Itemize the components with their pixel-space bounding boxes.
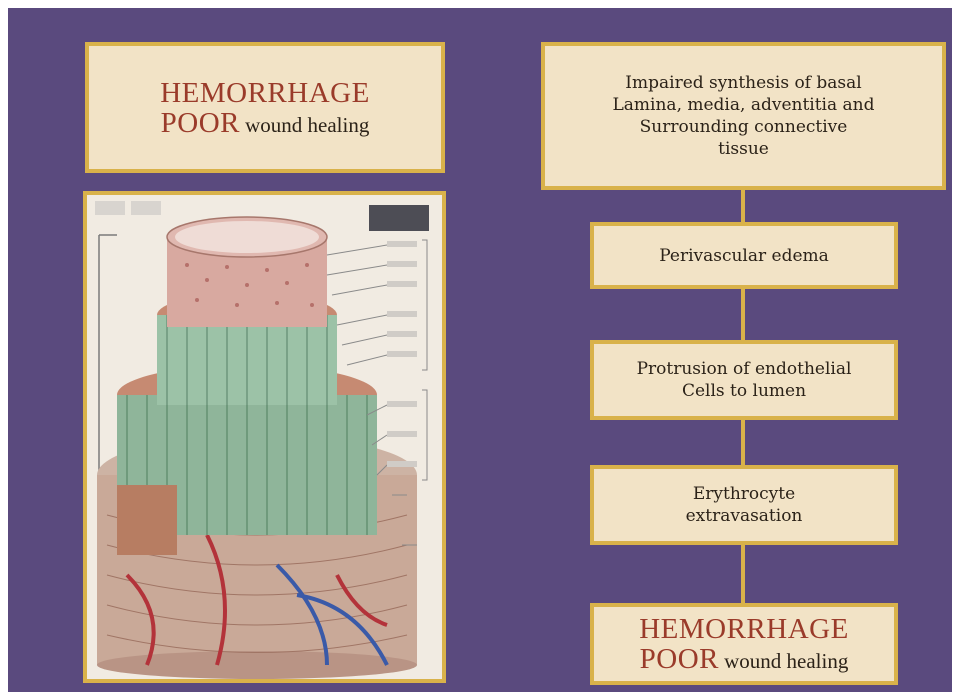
step1-line3: Surrounding connective bbox=[640, 116, 848, 138]
step1-line4: tissue bbox=[718, 138, 769, 160]
step5-poor-line: POOR wound healing bbox=[640, 644, 849, 674]
step-hemorrhage-box: HEMORRHAGE POOR wound healing bbox=[590, 603, 898, 685]
step-perivascular-edema-box: Perivascular edema bbox=[590, 222, 898, 289]
vessel-wall-illustration bbox=[83, 191, 446, 683]
hemorrhage-title-box: HEMORRHAGE POOR wound healing bbox=[85, 42, 445, 173]
poor-label: POOR bbox=[161, 107, 240, 139]
vessel-layers-drawing bbox=[87, 195, 442, 679]
step-impaired-synthesis-box: Impaired synthesis of basal Lamina, medi… bbox=[541, 42, 946, 190]
step1-line1: Impaired synthesis of basal bbox=[625, 72, 861, 94]
step5-poor-label: POOR bbox=[640, 643, 719, 675]
step1-line2: Lamina, media, adventitia and bbox=[613, 94, 875, 116]
connector-3-4 bbox=[741, 420, 745, 465]
step5-hemorrhage: HEMORRHAGE bbox=[639, 614, 849, 644]
step2-line1: Perivascular edema bbox=[659, 245, 829, 267]
step-protrusion-box: Protrusion of endothelial Cells to lumen bbox=[590, 340, 898, 420]
step5-wound-healing-label: wound healing bbox=[724, 649, 848, 673]
step3-line1: Protrusion of endothelial bbox=[637, 358, 852, 380]
connector-1-2 bbox=[741, 190, 745, 222]
hemorrhage-title: HEMORRHAGE bbox=[160, 78, 370, 108]
step-erythrocyte-box: Erythrocyte extravasation bbox=[590, 465, 898, 545]
connector-2-3 bbox=[741, 289, 745, 340]
poor-wound-healing-line: POOR wound healing bbox=[161, 108, 370, 138]
step4-line1: Erythrocyte bbox=[693, 483, 795, 505]
step3-line2: Cells to lumen bbox=[682, 380, 806, 402]
connector-4-5 bbox=[741, 545, 745, 603]
step4-line2: extravasation bbox=[686, 505, 803, 527]
wound-healing-label: wound healing bbox=[245, 113, 369, 137]
